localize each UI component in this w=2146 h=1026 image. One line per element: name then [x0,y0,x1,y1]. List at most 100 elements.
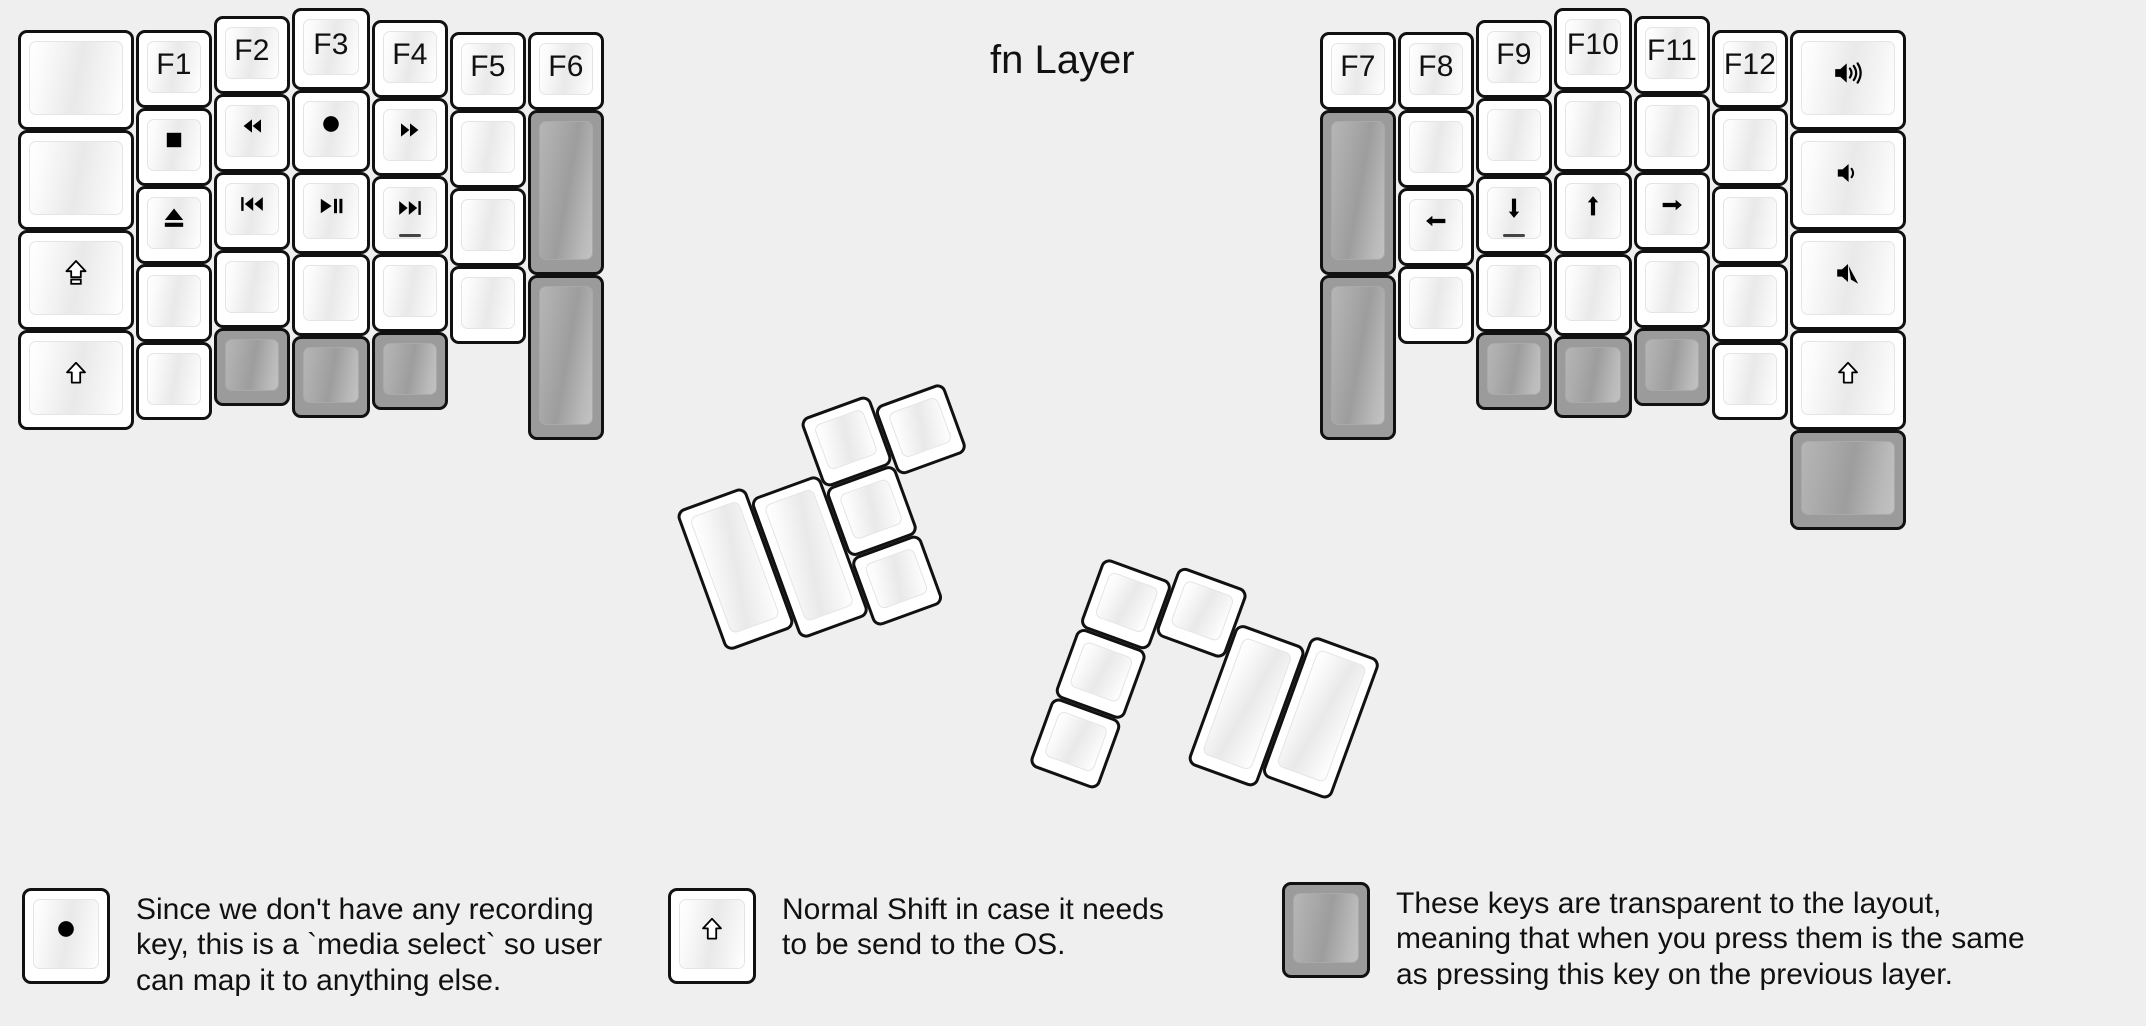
page-title: fn Layer [990,38,1135,82]
key-shift[interactable] [18,330,134,430]
key-transparent-3[interactable] [372,332,448,410]
keycap-surface [29,141,123,215]
key-volume-up[interactable] [1790,30,1906,130]
key-blank-18[interactable] [1634,250,1710,328]
keycap-surface: F1 [147,41,201,93]
key-blank-17[interactable] [1634,94,1710,172]
key-transparent-7[interactable] [1320,275,1396,440]
key-transparent-8[interactable] [1476,332,1552,410]
key-f12[interactable]: F12 [1712,30,1788,108]
key-media-eject[interactable] [136,186,212,264]
keycap-surface [1801,241,1895,315]
record-icon [49,912,83,952]
key-transparent-6[interactable] [1320,110,1396,275]
key-blank-1[interactable] [18,30,134,130]
key-media-previous[interactable] [214,172,290,250]
key-shift-right[interactable] [1790,330,1906,430]
key-media-record[interactable] [292,90,370,172]
right-thumb-cluster [1027,540,1382,801]
keycap-surface: F11 [1645,27,1699,79]
key-blank-14[interactable] [1476,254,1552,332]
key-f5[interactable]: F5 [450,32,526,110]
key-blank-22[interactable] [1712,342,1788,420]
key-arrow-right[interactable] [1634,172,1710,250]
previous-track-icon [232,189,272,225]
keycap-surface [383,109,437,161]
key-blank-3[interactable] [136,264,212,342]
key-blank-19[interactable] [1712,108,1788,186]
key-blank-11[interactable] [1398,110,1474,188]
key-f1[interactable]: F1 [136,30,212,108]
key-f9[interactable]: F9 [1476,20,1552,98]
keycap-surface [303,183,359,239]
key-blank-16[interactable] [1554,254,1632,336]
key-f11[interactable]: F11 [1634,16,1710,94]
key-blank-20[interactable] [1712,186,1788,264]
legend-shift-swatch [668,888,756,984]
keycap-surface [1801,441,1895,515]
key-volume-mute[interactable] [1790,230,1906,330]
keycap-surface [33,899,99,969]
key-f2[interactable]: F2 [214,16,290,94]
key-transparent-10[interactable] [1634,328,1710,406]
key-media-rewind[interactable] [214,94,290,172]
key-blank-15[interactable] [1554,90,1632,172]
key-label: F5 [470,50,506,83]
key-blank-2[interactable] [18,130,134,230]
legend-transparent-swatch [1282,882,1370,978]
key-blank-6[interactable] [292,254,370,336]
key-blank-8[interactable] [450,110,526,188]
key-transparent-4[interactable] [528,110,604,275]
key-blank-12[interactable] [1398,266,1474,344]
keycap-surface [29,41,123,115]
key-caps-lock[interactable] [18,230,134,330]
keycap-surface [461,121,515,173]
legend-shift-text: Normal Shift in case it needs to be send… [782,893,1164,962]
key-volume-down[interactable] [1790,130,1906,230]
key-label: F10 [1566,28,1620,61]
keycap-surface [225,183,279,235]
keycap-surface [1487,109,1541,161]
key-f6[interactable]: F6 [528,32,604,110]
key-blank-5[interactable] [214,250,290,328]
key-blank-7[interactable] [372,254,448,332]
key-arrow-up[interactable] [1554,172,1632,254]
homing-bar [1503,234,1525,237]
key-f7[interactable]: F7 [1320,32,1396,110]
key-transparent-2[interactable] [292,336,370,418]
arrow-left-icon [1418,206,1454,240]
keycap-surface: F3 [303,19,359,75]
key-arrow-down[interactable] [1476,176,1552,254]
keycap-surface [225,261,279,313]
key-label: F7 [1340,50,1376,83]
key-label: F4 [392,38,428,71]
key-transparent-9[interactable] [1554,336,1632,418]
key-arrow-left[interactable] [1398,188,1474,266]
key-blank-13[interactable] [1476,98,1552,176]
key-f8[interactable]: F8 [1398,32,1474,110]
key-blank-9[interactable] [450,188,526,266]
keycap-surface [147,275,201,327]
key-f4[interactable]: F4 [372,20,448,98]
keycap-surface [539,286,593,425]
key-blank-10[interactable] [450,266,526,344]
keycap-surface [813,408,879,472]
key-media-fast-forward[interactable] [372,98,448,176]
key-blank-4[interactable] [136,342,212,420]
key-transparent-1[interactable] [214,328,290,406]
keycap-surface [1723,353,1777,405]
keycap-surface [147,197,201,249]
keycap-surface: F8 [1409,43,1463,95]
key-blank-21[interactable] [1712,264,1788,342]
keycap-surface [29,341,123,415]
key-transparent-11[interactable] [1790,430,1906,530]
caps-lock-icon [61,256,91,296]
key-f3[interactable]: F3 [292,8,370,90]
key-media-stop[interactable] [136,108,212,186]
key-transparent-5[interactable] [528,275,604,440]
key-media-play-pause[interactable] [292,172,370,254]
key-media-next[interactable] [372,176,448,254]
volume-up-icon [1829,57,1867,95]
key-f10[interactable]: F10 [1554,8,1632,90]
